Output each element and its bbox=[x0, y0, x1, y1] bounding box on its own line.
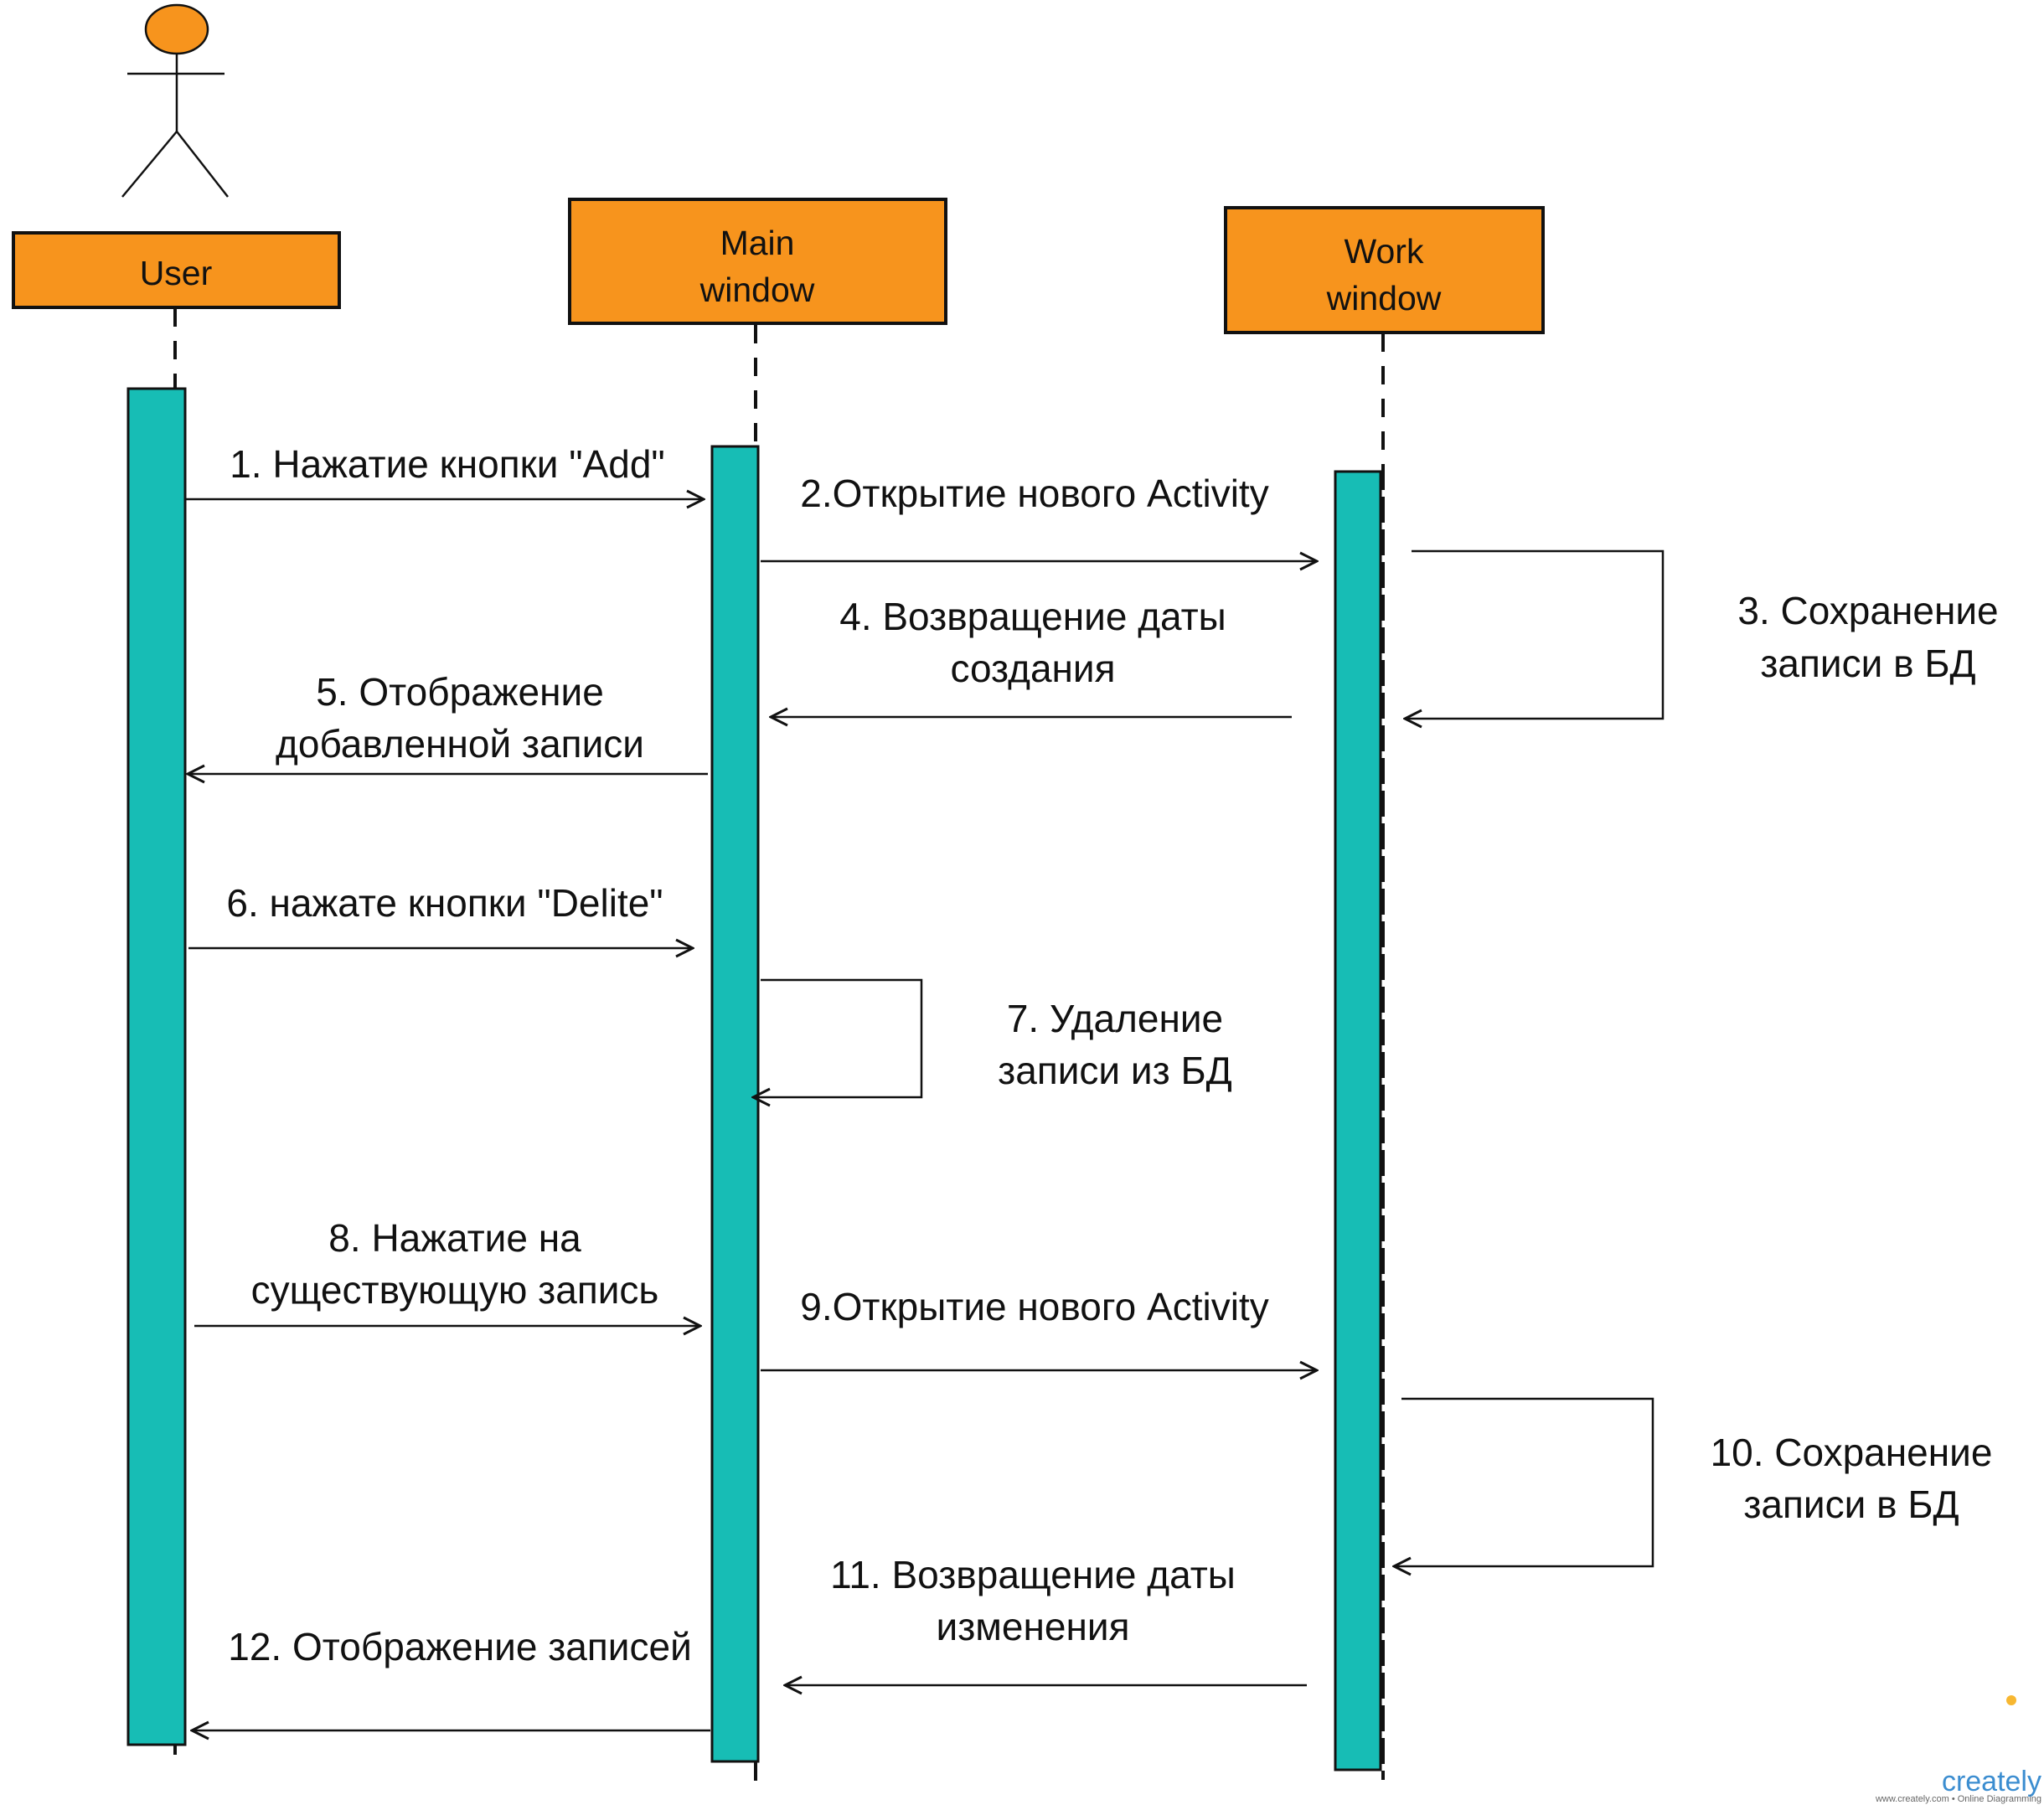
main-window-actor-box: Main window bbox=[568, 198, 947, 325]
main-window-label-line2: window bbox=[699, 271, 815, 309]
message-label-11-line1: 11. Возвращение даты bbox=[830, 1553, 1236, 1596]
user-activation-bar bbox=[126, 387, 187, 1746]
message-arrow-10-self bbox=[1394, 1397, 1654, 1566]
watermark-tagline: www.creately.com • Online Diagramming bbox=[1875, 1794, 2041, 1804]
user-stick-figure-icon bbox=[121, 3, 229, 198]
message-label-7-line2: записи из БД bbox=[998, 1049, 1232, 1092]
message-label-10-line2: записи в БД bbox=[1743, 1483, 1959, 1526]
watermark-brand: creately bbox=[1942, 1766, 2041, 1797]
work-window-label-line1: Work bbox=[1345, 232, 1424, 271]
message-label-6: 6. нажате кнопки "Delite" bbox=[226, 881, 663, 925]
message-label-5-line1: 5. Отображение bbox=[316, 670, 604, 714]
message-label-5-line2: добавленной записи bbox=[276, 722, 644, 766]
message-label-8-line2: существующую запись bbox=[251, 1268, 659, 1312]
message-label-11-line2: изменения bbox=[937, 1605, 1130, 1648]
bulb-icon bbox=[2006, 1695, 2016, 1705]
creately-watermark: creately www.creately.com • Online Diagr… bbox=[1875, 1695, 2041, 1804]
message-label-4-line1: 4. Возвращение даты bbox=[839, 595, 1226, 638]
message-label-7-line1: 7. Удаление bbox=[1007, 997, 1223, 1040]
user-actor-label: User bbox=[140, 254, 213, 292]
user-actor-box: User bbox=[12, 231, 341, 309]
main-window-label-line1: Main bbox=[720, 224, 795, 262]
message-label-8-line1: 8. Нажатие на bbox=[328, 1216, 581, 1260]
message-label-2: 2.Открытие нового Activity bbox=[800, 472, 1268, 515]
message-label-12: 12. Отображение записей bbox=[228, 1625, 692, 1668]
message-label-4-line2: создания bbox=[950, 647, 1115, 690]
main-window-activation-bar bbox=[710, 445, 760, 1763]
message-label-10-line1: 10. Сохранение bbox=[1711, 1431, 1993, 1474]
message-arrow-3-self bbox=[1405, 549, 1665, 719]
message-label-3-line1: 3. Сохранение bbox=[1737, 589, 1998, 632]
message-label-9: 9.Открытие нового Activity bbox=[800, 1285, 1268, 1328]
message-arrow-7-self bbox=[753, 978, 923, 1097]
work-window-actor-box: Work window bbox=[1224, 206, 1545, 334]
message-label-3-line2: записи в БД bbox=[1760, 642, 1975, 685]
message-label-1: 1. Нажатие кнопки "Add" bbox=[230, 442, 665, 486]
work-window-activation-bar bbox=[1334, 470, 1382, 1771]
work-window-label-line2: window bbox=[1326, 279, 1442, 317]
